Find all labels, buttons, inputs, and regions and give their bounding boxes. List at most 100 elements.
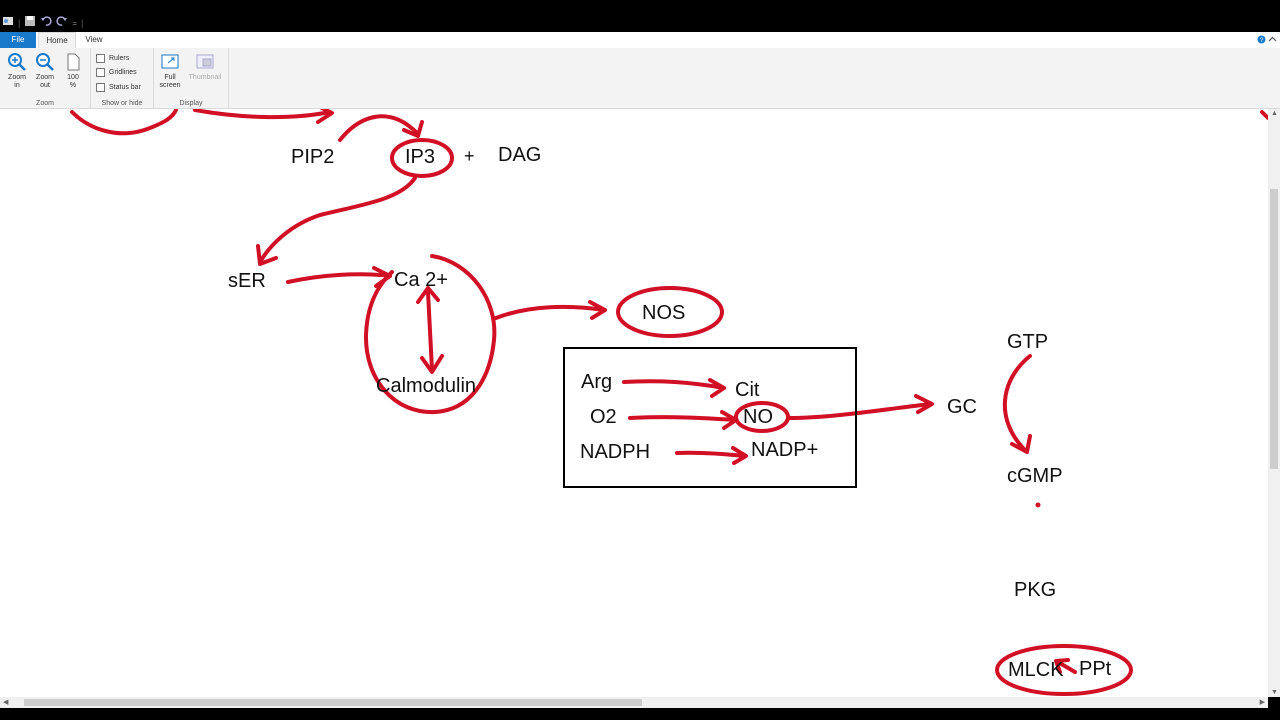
- hundred-percent-button[interactable]: 100 %: [60, 52, 86, 90]
- label-nadph: NADPH: [580, 441, 651, 463]
- ink-arrow-top-tip: [316, 109, 334, 124]
- zoom-in-label-2: in: [14, 82, 20, 89]
- label-ser: sER: [228, 270, 266, 292]
- label-pip2: PIP2: [291, 146, 335, 168]
- zoom-out-label-1: Zoom: [36, 74, 54, 81]
- label-nadp: NADP+: [751, 439, 819, 461]
- zoom-in-icon: [8, 53, 26, 71]
- thumbnail-icon: [196, 54, 214, 69]
- page-icon: [67, 53, 80, 71]
- ink-circle-ip3: [390, 138, 454, 178]
- zoom-out-icon: [36, 53, 54, 71]
- ink-arrow-no-gc-tip: [914, 394, 934, 414]
- drawing-canvas[interactable]: PIP2 IP3 + DAG sER Ca 2+ Calmodulin NOS …: [0, 109, 1268, 697]
- label-nos: NOS: [642, 302, 686, 324]
- label-plus: +: [464, 146, 475, 166]
- status-bar-checkbox[interactable]: Status bar: [96, 83, 141, 92]
- full-screen-label-2: screen: [159, 82, 181, 89]
- label-ca: Ca 2+: [394, 269, 448, 291]
- label-no: NO: [743, 406, 773, 428]
- show-hide-group-label: Show or hide: [101, 100, 143, 107]
- ink-arrow-no-gc: [786, 402, 932, 420]
- hundred-label-2: %: [69, 82, 77, 89]
- quick-access-toolbar: | = |: [2, 14, 83, 32]
- label-mlck: MLCK: [1008, 659, 1064, 681]
- ink-arrow-ca-nos: [494, 304, 606, 320]
- ink-arrow-pip2-ip3: [338, 114, 420, 142]
- ink-arrow-ppt-mlck-tip: [1054, 658, 1070, 674]
- ink-arrow-nadph: [675, 450, 747, 458]
- tab-view[interactable]: View: [85, 35, 103, 44]
- zoom-group-label: Zoom: [36, 100, 54, 107]
- help-icon[interactable]: ?: [1257, 35, 1266, 44]
- ink-oval-ca-calmodulin: [363, 254, 497, 415]
- ink-arrow-nadph-tip: [731, 446, 748, 465]
- scroll-left-icon[interactable]: ◀: [3, 699, 9, 706]
- label-cgmp: cGMP: [1007, 465, 1063, 487]
- thumbnail-button[interactable]: Thumbnail: [185, 52, 225, 82]
- ink-circle-nos: [616, 286, 724, 338]
- ink-arrow-pip2-ip3-tip: [402, 120, 424, 138]
- zoom-in-label-1: Zoom: [8, 74, 26, 81]
- full-screen-button[interactable]: Full screen: [157, 52, 183, 90]
- ribbon-tabs: File Home View: [0, 32, 1280, 49]
- ink-arrow-gtp-cgmp: [1003, 354, 1032, 452]
- rulers-checkbox[interactable]: Rulers: [96, 54, 129, 63]
- svg-text:?: ?: [1260, 38, 1264, 44]
- app-icon[interactable]: [2, 14, 14, 32]
- ink-circle-mlck-ppt: [995, 644, 1133, 696]
- label-cit: Cit: [735, 379, 760, 401]
- full-screen-icon: [161, 54, 179, 69]
- rulers-label: Rulers: [109, 55, 130, 62]
- title-bar: | = |: [0, 0, 1280, 32]
- ink-arrow-ppt-mlck: [1056, 660, 1077, 674]
- gridlines-checkbox[interactable]: Gridlines: [96, 68, 137, 77]
- label-calmodulin: Calmodulin: [376, 375, 477, 397]
- ink-double-arrow: [426, 290, 434, 372]
- ink-corner-mark: [1260, 110, 1268, 120]
- tab-home[interactable]: Home: [38, 32, 76, 49]
- horizontal-scroll-thumb[interactable]: [24, 699, 642, 706]
- label-arg: Arg: [581, 371, 613, 393]
- ink-arrow-o2-no: [628, 415, 737, 422]
- zoom-in-button[interactable]: Zoom in: [4, 52, 30, 90]
- ink-double-arrow-top: [416, 286, 440, 304]
- scroll-up-icon[interactable]: ▲: [1271, 110, 1278, 117]
- collapse-ribbon-icon[interactable]: [1268, 35, 1277, 44]
- label-ppt: PPt: [1079, 658, 1112, 680]
- ink-curve-top-left: [70, 109, 178, 136]
- zoom-out-button[interactable]: Zoom out: [32, 52, 58, 90]
- ink-arrow-ip3-ser: [258, 176, 417, 264]
- horizontal-scrollbar[interactable]: ◀ ▶: [0, 697, 1268, 708]
- ink-arrow-ca-nos-tip: [588, 300, 607, 320]
- label-gtp: GTP: [1007, 331, 1049, 353]
- redo-icon[interactable]: [56, 14, 68, 32]
- label-dag: DAG: [498, 144, 542, 166]
- ink-arrow-arg-cit: [622, 379, 726, 390]
- ink-arrow-ser-ca: [286, 272, 392, 284]
- zoom-out-label-2: out: [40, 82, 50, 89]
- reaction-box: [563, 347, 857, 488]
- label-ip3: IP3: [405, 146, 436, 168]
- save-icon[interactable]: [24, 14, 36, 32]
- scroll-down-icon[interactable]: ▼: [1271, 689, 1278, 696]
- customize-dropdown-icon[interactable]: =: [72, 18, 78, 28]
- tab-file[interactable]: File: [0, 32, 36, 48]
- ink-annotations: [70, 109, 1268, 696]
- ink-line-top: [193, 109, 332, 120]
- vertical-scrollbar[interactable]: ▲ ▼: [1268, 109, 1280, 697]
- undo-icon[interactable]: [40, 14, 52, 32]
- full-screen-label-1: Full: [164, 74, 176, 81]
- vertical-scroll-thumb[interactable]: [1270, 189, 1278, 469]
- ink-arrow-gtp-cgmp-tip: [1010, 434, 1032, 454]
- show-hide-group: Show or hide: [91, 48, 154, 108]
- label-gc: GC: [947, 396, 977, 418]
- thumbnail-label: Thumbnail: [188, 74, 222, 81]
- label-pkg: PKG: [1014, 579, 1057, 601]
- gridlines-label: Gridlines: [109, 69, 137, 76]
- ink-dot: [1035, 502, 1041, 508]
- ink-double-arrow-bottom: [420, 354, 444, 374]
- display-group: Full screen Thumbnail Display: [154, 48, 229, 108]
- scroll-right-icon[interactable]: ▶: [1259, 699, 1265, 706]
- ribbon: Zoom in Zoom out 100 % Zoom Show or hide…: [0, 48, 1280, 109]
